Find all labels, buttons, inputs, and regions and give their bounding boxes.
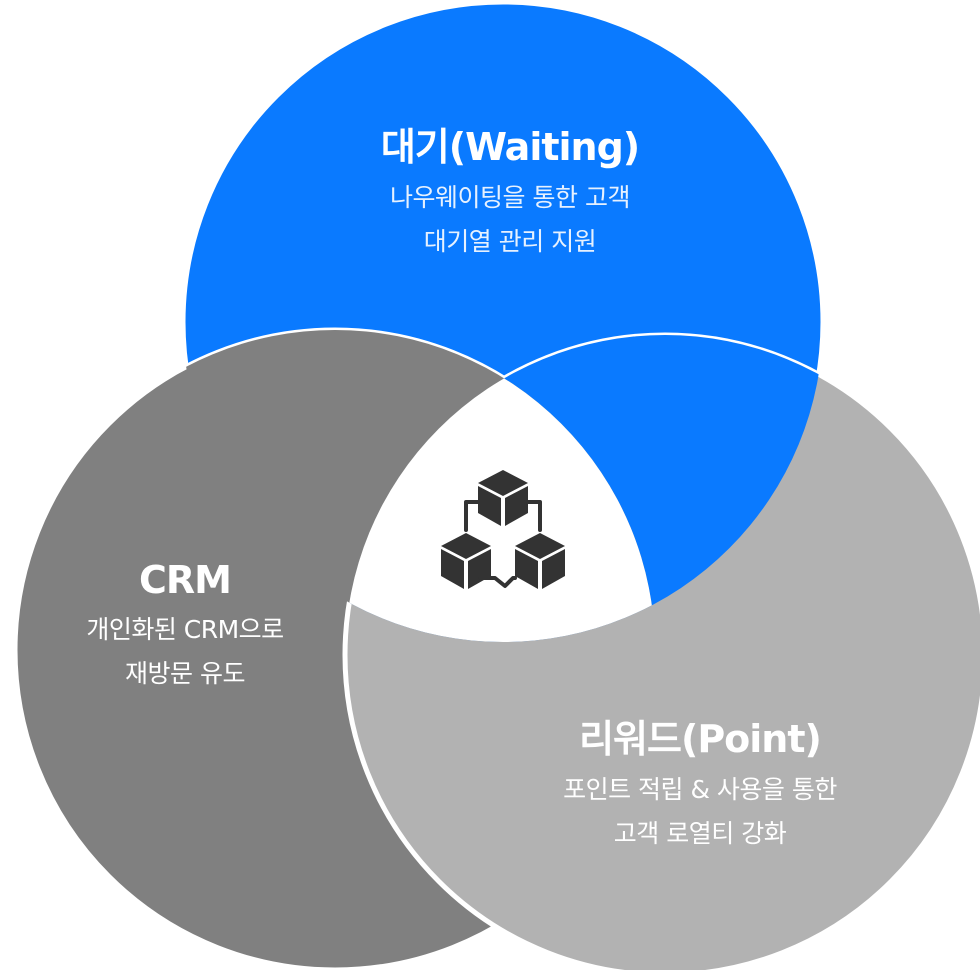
waiting-desc-line2: 대기열 관리 지원 — [423, 227, 597, 256]
label-waiting: 대기(Waiting) 나우웨이팅을 통한 고객 대기열 관리 지원 — [310, 118, 710, 264]
label-crm: CRM 개인화된 CRM으로 재방문 유도 — [20, 552, 350, 696]
waiting-desc-line1: 나우웨이팅을 통한 고객 — [390, 183, 630, 212]
overlap-crm-waiting — [183, 330, 655, 642]
label-point: 리워드(Point) 포인트 적립 & 사용을 통한 고객 로열티 강화 — [500, 710, 900, 856]
point-desc-line2: 고객 로열티 강화 — [613, 819, 787, 848]
cube-right-icon — [515, 533, 565, 589]
center-overlap — [345, 335, 655, 642]
crm-title: CRM — [139, 558, 232, 602]
point-title: 리워드(Point) — [579, 717, 822, 761]
cube-top-icon — [478, 470, 528, 526]
crm-desc-line1: 개인화된 CRM으로 — [86, 615, 284, 644]
cube-connectors — [464, 500, 542, 588]
point-desc-line1: 포인트 적립 & 사용을 통한 — [563, 775, 837, 804]
crm-desc-line2: 재방문 유도 — [125, 659, 245, 688]
connected-cubes-icon — [441, 470, 565, 589]
waiting-title: 대기(Waiting) — [380, 125, 640, 169]
